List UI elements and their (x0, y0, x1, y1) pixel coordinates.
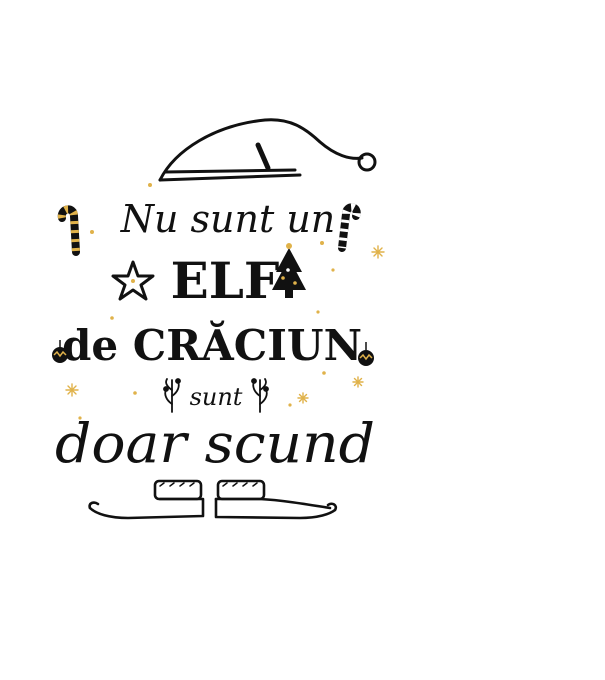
quote-line-5: doar scund (55, 412, 375, 475)
star-icon (111, 260, 155, 301)
ornament-icon (52, 340, 68, 363)
quote-line-4: sunt (190, 383, 243, 411)
candy-cane-icon (57, 205, 80, 256)
quote-line-3: de CRĂCIUN (62, 319, 362, 370)
sprig-icon (251, 378, 269, 413)
sprig-icon (163, 378, 181, 413)
sparkle-dots (78, 183, 335, 420)
candy-cane-icon (338, 203, 361, 252)
christmas-tree-icon (272, 243, 306, 298)
elf-shoes-icon (88, 479, 338, 520)
elf-hat-icon (158, 118, 377, 182)
snowflake-icon (65, 245, 385, 404)
ornament-icon (358, 342, 374, 366)
quote-line-2: ELF (171, 251, 280, 310)
quote-line-1: Nu sunt un (120, 197, 336, 241)
